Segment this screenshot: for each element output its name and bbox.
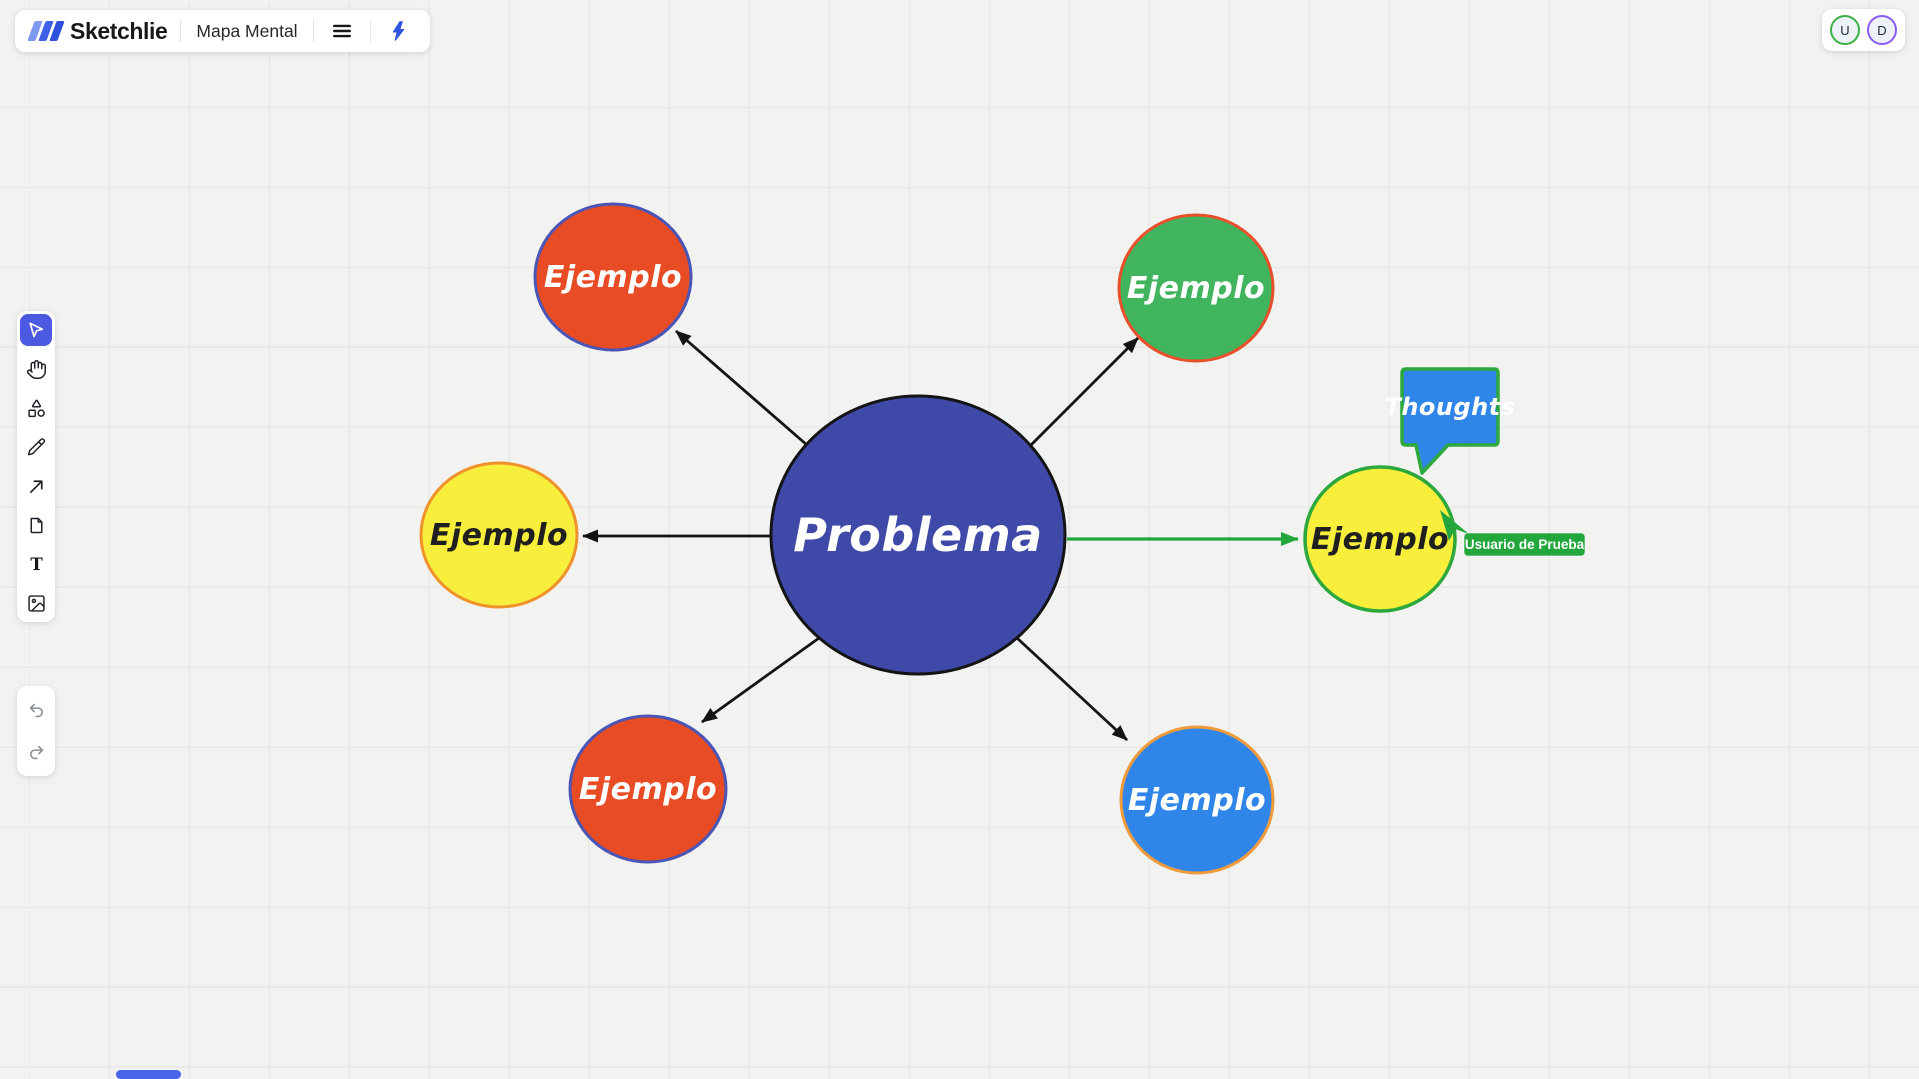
app-logo[interactable]: Sketchlie [27,17,168,45]
node-ejemplo-bottom-right-label: Ejemplo [1128,783,1266,818]
cursor-icon [29,322,44,338]
node-ejemplo-top-left-label: Ejemplo [544,260,682,295]
node-ejemplo-bottom-left-label: Ejemplo [579,772,717,807]
avatar-user-u[interactable]: U [1830,15,1860,45]
node-ejemplo-top-right-label: Ejemplo [1127,271,1265,306]
divider [312,20,314,42]
collaborator-cursor-icon [1440,510,1469,541]
node-ejemplo-left-label: Ejemplo [430,518,568,553]
hamburger-menu-icon [332,24,351,38]
tool-select[interactable] [20,314,52,346]
note-icon [30,517,42,533]
tool-pan[interactable] [20,353,52,385]
node-ejemplo-right-selected[interactable] [1303,465,1457,613]
collaborator-name-label: Usuario de Prueba [1465,537,1585,552]
tool-note[interactable] [20,509,52,541]
main-menu-button[interactable] [327,16,357,46]
tool-shapes[interactable] [20,392,52,424]
node-problema-label: Problema [793,508,1042,562]
ai-assist-button[interactable] [384,16,414,46]
redo-button[interactable] [20,736,52,768]
connector-center-to-top-left[interactable] [675,329,816,454]
hand-icon [26,359,46,379]
header-bar: Sketchlie Mapa Mental [15,10,430,52]
node-ejemplo-top-right[interactable] [1117,213,1275,363]
node-problema-center[interactable] [769,394,1067,676]
avatar-initial: U [1840,22,1850,38]
text-icon: T [30,554,43,574]
node-ejemplo-bottom-left[interactable] [568,714,728,864]
tool-text[interactable]: T [20,548,52,580]
lightning-bolt-icon [392,21,404,41]
undo-button[interactable] [20,694,52,726]
arrow-icon [29,479,43,493]
divider [369,20,371,42]
collaborator-name-tag [1463,532,1586,557]
board-title[interactable]: Mapa Mental [196,20,298,41]
speech-bubble-thoughts[interactable] [1400,367,1500,475]
divider [180,20,182,42]
connector-center-to-bottom-left[interactable] [701,626,834,724]
sketchlie-logo-icon [27,21,65,41]
history-palette [17,686,55,776]
node-ejemplo-top-left[interactable] [533,202,693,352]
connector-center-to-top-right[interactable] [1025,337,1139,451]
tool-image[interactable] [20,587,52,619]
tool-pencil[interactable] [20,431,52,463]
image-icon [27,594,45,612]
tool-arrow[interactable] [20,470,52,502]
speech-bubble-thoughts-label: Thoughts [1384,393,1515,421]
horizontal-scrollbar-thumb[interactable] [116,1070,181,1079]
tool-palette: T [17,311,55,622]
node-ejemplo-bottom-right[interactable] [1119,725,1275,875]
connector-center-to-bottom-right[interactable] [1016,636,1128,742]
node-ejemplo-right-label: Ejemplo [1311,522,1449,557]
pencil-icon [27,437,45,455]
presence-bar: U D [1822,9,1905,51]
svg-text:T: T [30,554,43,574]
brand-name: Sketchlie [70,17,168,44]
avatar-initial: D [1877,22,1887,38]
undo-icon [29,703,43,717]
shapes-icon [27,399,45,417]
node-ejemplo-left[interactable] [419,461,579,609]
redo-icon [29,745,43,759]
avatar-user-d[interactable]: D [1867,15,1897,45]
